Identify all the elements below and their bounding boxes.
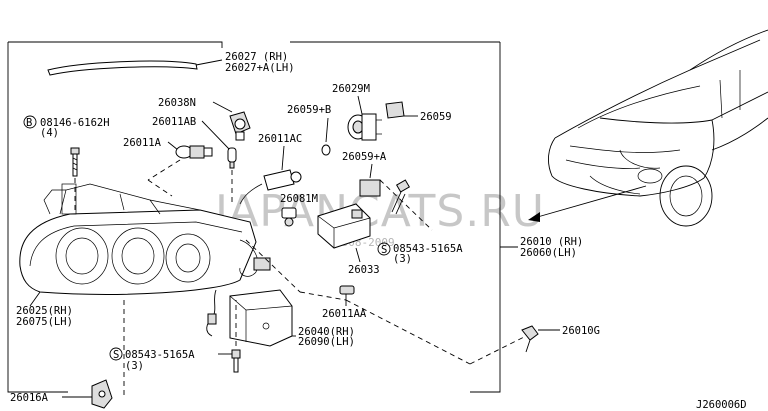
screw-marker-letter-right: S <box>381 244 387 256</box>
leader-26038n <box>212 101 233 113</box>
connector-26081m <box>281 207 297 227</box>
label-26029m: 26029M <box>332 83 370 95</box>
label-26081m: 26081M <box>280 193 318 205</box>
label-26038n: 26038N <box>158 97 196 109</box>
clip-26016a <box>91 379 113 409</box>
label-26033: 26033 <box>348 264 380 276</box>
label-08543-right-qty: (3) <box>393 253 412 265</box>
label-26059b: 26059+B <box>287 104 331 116</box>
leader-26011ac <box>281 145 285 171</box>
label-26010g: 26010G <box>562 325 600 337</box>
bulb-26011aa <box>339 285 355 295</box>
screw-marker-letter-left: S <box>113 349 119 361</box>
leader-26033 <box>355 247 361 263</box>
bolt-08146 <box>70 147 80 177</box>
label-26027-rh: 26027 (RH) <box>225 51 288 63</box>
bulb-26011a <box>175 145 213 159</box>
label-26025-rh: 26025(RH) <box>16 305 73 317</box>
leader-26010g-dash2 <box>469 335 527 365</box>
leader-26059a-dash <box>379 179 433 231</box>
vehicle-illustration <box>548 29 768 227</box>
label-26059: 26059 <box>420 111 452 123</box>
label-26011ac: 26011AC <box>258 133 302 145</box>
leader-26059a <box>369 163 373 179</box>
label-26027-lh: 26027+A(LH) <box>225 62 295 74</box>
leader-26029m <box>357 95 363 115</box>
leader-26059b <box>325 117 329 143</box>
socket-26038n <box>229 111 251 141</box>
label-26059a: 26059+A <box>342 151 387 163</box>
screw-08543-left <box>231 349 241 373</box>
label-26011a: 26011A <box>123 137 162 149</box>
label-26011aa: 26011AA <box>322 308 367 320</box>
leader-26011a <box>167 141 179 151</box>
bolt-marker-letter: B <box>26 117 32 129</box>
leader-26011a-dash2 <box>147 179 173 197</box>
label-08146-qty: (4) <box>40 127 59 139</box>
screw-08543-right <box>391 179 411 215</box>
ballast-26033 <box>317 203 371 249</box>
oring-26059b <box>321 144 331 156</box>
leader-26011a-dash <box>147 159 181 181</box>
label-26010-rh: 26010 (RH) <box>520 236 583 248</box>
leader-26011ab <box>201 120 231 151</box>
diagram-code: J260006D <box>696 399 747 411</box>
label-26060-lh: 26060(LH) <box>520 247 577 259</box>
gasket-26059a <box>359 179 381 197</box>
cap-26029m <box>347 113 382 141</box>
bracket-26040 <box>229 289 293 347</box>
bulb-26011ab <box>227 147 237 169</box>
label-08543-left: 08543-5165A <box>125 349 195 361</box>
seal-26059 <box>385 101 405 119</box>
bulb-26011ac <box>239 169 302 205</box>
assembly-frame-left <box>7 42 68 393</box>
bolt-marker-circle <box>23 115 37 129</box>
label-26090-lh: 26090(LH) <box>298 336 355 348</box>
harness-connector <box>207 313 217 325</box>
screw-marker-circle-left <box>109 347 123 361</box>
label-26040-rh: 26040(RH) <box>298 326 355 338</box>
label-08543-left-qty: (3) <box>125 360 144 372</box>
leader-bracket-dash <box>245 239 301 293</box>
leader-26025 <box>29 291 41 307</box>
pointer-arrowhead <box>528 212 540 222</box>
bolt-26010g <box>521 325 539 353</box>
assembly-frame <box>8 41 223 48</box>
screw-marker-circle-right <box>377 242 391 256</box>
label-08146-6162h: 08146-6162H <box>40 117 110 129</box>
assembly-frame-right <box>470 42 501 393</box>
gasket-strip-26027 <box>47 59 223 76</box>
label-26075-lh: 26075(LH) <box>16 316 73 328</box>
label-08543-right: 08543-5165A <box>393 243 463 255</box>
label-26016a: 26016A <box>10 392 49 404</box>
label-26011ab: 26011AB <box>152 116 196 128</box>
leader-bracket-dash2 <box>299 291 347 301</box>
harness-wire <box>206 289 217 337</box>
headlamp-assembly <box>19 183 271 295</box>
pointer-arrow-line <box>533 185 647 219</box>
